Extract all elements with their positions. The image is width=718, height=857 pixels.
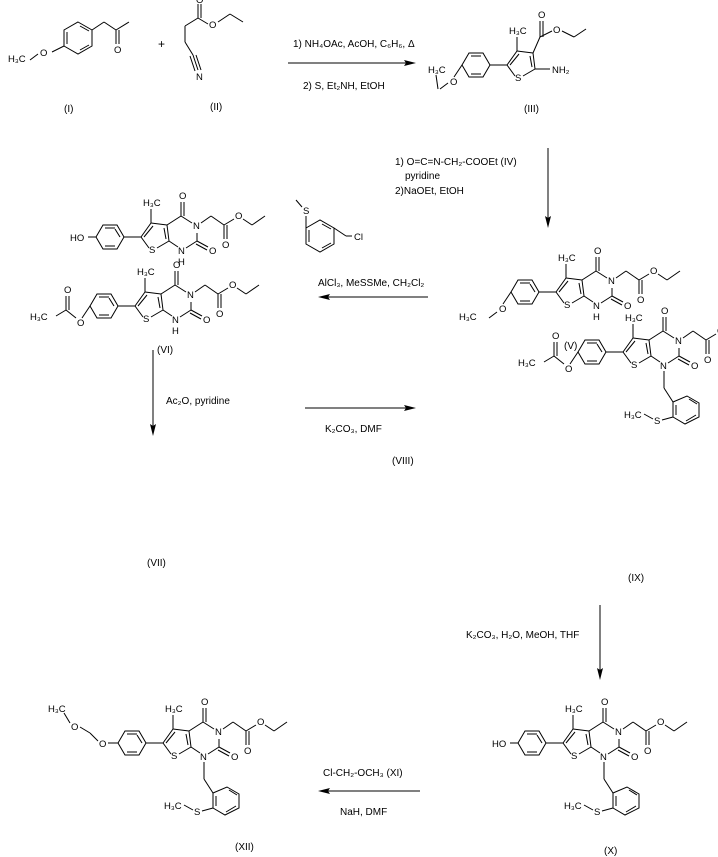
- reaction-step-6: K₂CO₃, H₂O, MeOH, THF: [466, 605, 603, 680]
- step-2-reagents-1: 1) O=C=N-CH₂-COOEt (IV): [395, 157, 517, 168]
- svg-text:H₃C: H₃C: [459, 312, 477, 323]
- compound-VI: HO: [70, 191, 265, 268]
- svg-text:HO: HO: [70, 233, 84, 244]
- svg-text:HO: HO: [492, 739, 506, 750]
- svg-text:H₃C: H₃C: [518, 358, 536, 369]
- step-1-reagents-1: 1) NH₄OAc, AcOH, C₆H₆, Δ: [293, 39, 415, 50]
- svg-text:O: O: [209, 20, 216, 31]
- compound-label-I: (I): [64, 104, 73, 115]
- step-1-reagents-2: 2) S, Et₂NH, EtOH: [303, 81, 385, 92]
- svg-text:S: S: [515, 73, 521, 84]
- compound-VIII: S Cl (VIII): [295, 199, 414, 467]
- reaction-step-7: Cl-CH₂-OCH₃ (XI) NaH, DMF: [318, 768, 420, 818]
- svg-text:O: O: [196, 0, 203, 6]
- svg-text:O: O: [538, 10, 545, 21]
- compound-label-XII: (XII): [235, 842, 254, 853]
- svg-text:O: O: [499, 304, 506, 315]
- reaction-step-2: 1) O=C=N-CH₂-COOEt (IV) pyridine 2)NaOEt…: [395, 148, 551, 228]
- step-4-reagents: Ac₂O, pyridine: [166, 396, 230, 407]
- svg-text:O: O: [64, 285, 71, 296]
- svg-text:H₃C: H₃C: [509, 26, 527, 37]
- svg-text:O: O: [40, 48, 47, 59]
- plus-sign: +: [158, 37, 165, 51]
- compound-label-II: (II): [210, 102, 222, 113]
- svg-text:H₃C: H₃C: [8, 54, 26, 65]
- compound-XII: O O H₃C: [48, 697, 287, 818]
- compound-IX: O O H₃C: [518, 306, 718, 427]
- compound-X: HO: [492, 697, 687, 818]
- compound-label-V: (V): [564, 341, 577, 352]
- step-6-reagents: K₂CO₃, H₂O, MeOH, THF: [466, 630, 579, 641]
- compound-label-IX: (IX): [628, 573, 644, 584]
- compound-VII: O O H₃C: [30, 260, 259, 337]
- compound-III: S H₃C O O NH₂ O H₃C: [428, 10, 587, 90]
- compound-V: O H₃C: [459, 246, 680, 323]
- compound-label-III: (III): [524, 104, 539, 115]
- reaction-step-1: 1) NH₄OAc, AcOH, C₆H₆, Δ 2) S, Et₂NH, Et…: [288, 39, 416, 92]
- step-5-reagents: K₂CO₃, DMF: [325, 424, 382, 435]
- compound-label-VI: (VI): [157, 345, 173, 356]
- svg-text:O: O: [71, 722, 78, 733]
- compound-II: O O N (II): [184, 0, 244, 113]
- svg-text:NH₂: NH₂: [552, 65, 570, 76]
- svg-text:O: O: [450, 77, 457, 88]
- reaction-step-3: AlCl₃, MeSSMe, CH₂Cl₂: [318, 278, 428, 300]
- compound-label-X: (X): [604, 846, 617, 857]
- compound-label-VII: (VII): [147, 558, 166, 569]
- svg-text:N: N: [196, 72, 203, 83]
- compound-I: O H₃C O (I): [8, 21, 130, 115]
- step-7-reagents-1: Cl-CH₂-OCH₃ (XI): [323, 768, 403, 779]
- compound-label-VIII: (VIII): [392, 456, 414, 467]
- reaction-step-4: Ac₂O, pyridine: [150, 350, 230, 436]
- svg-text:O: O: [565, 364, 572, 375]
- svg-text:O: O: [553, 25, 560, 36]
- svg-text:O: O: [114, 45, 121, 56]
- step-2-reagents-2: pyridine: [405, 171, 440, 182]
- svg-text:H₃C: H₃C: [48, 704, 66, 715]
- svg-text:O: O: [99, 739, 106, 750]
- svg-text:O: O: [552, 331, 559, 342]
- reaction-step-5: K₂CO₃, DMF: [305, 405, 416, 435]
- svg-text:H₃C: H₃C: [428, 65, 446, 76]
- svg-text:S: S: [303, 206, 309, 217]
- step-3-reagents: AlCl₃, MeSSMe, CH₂Cl₂: [318, 278, 424, 289]
- svg-text:Cl: Cl: [354, 232, 363, 243]
- step-2-reagents-3: 2)NaOEt, EtOH: [395, 186, 464, 197]
- svg-text:H₃C: H₃C: [30, 312, 48, 323]
- step-7-reagents-2: NaH, DMF: [340, 807, 387, 818]
- svg-text:O: O: [77, 318, 84, 329]
